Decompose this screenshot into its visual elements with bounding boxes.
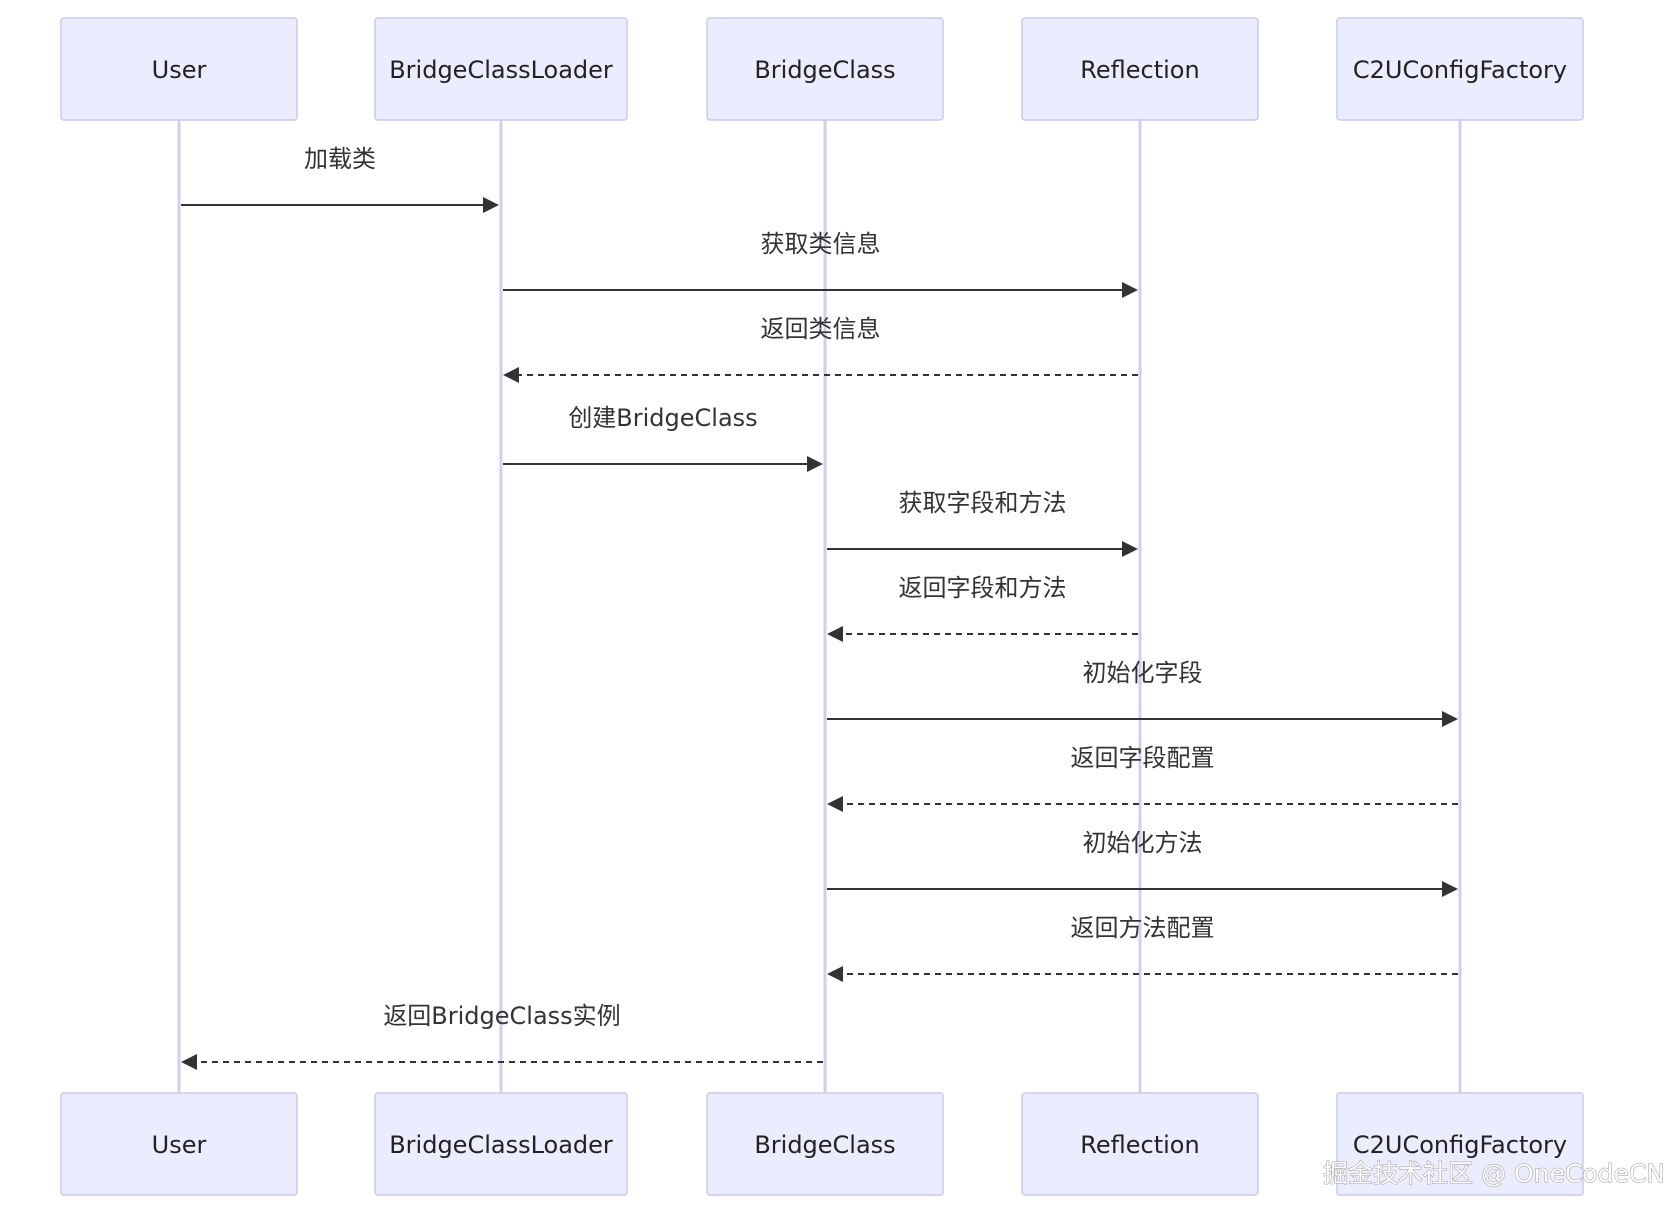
message-8: 返回字段配置 <box>827 744 1458 812</box>
actor-box <box>374 17 628 121</box>
message-10: 返回方法配置 <box>827 914 1458 982</box>
arrowhead <box>483 197 499 213</box>
message-label: 初始化方法 <box>1083 829 1203 857</box>
arrowhead <box>181 1054 197 1070</box>
actor-label: BridgeClass <box>754 1131 895 1159</box>
message-9: 初始化方法 <box>827 829 1458 897</box>
actor-label: User <box>152 56 207 84</box>
watermark: 掘金技术社区 @ OneCodeCN <box>1323 1159 1665 1188</box>
actor-box <box>706 1092 944 1196</box>
message-11: 返回BridgeClass实例 <box>181 1002 823 1070</box>
actor-loader-bottom: BridgeClassLoader <box>374 1092 628 1196</box>
actor-reflection-top: Reflection <box>1021 17 1259 121</box>
arrowhead <box>1122 282 1138 298</box>
actor-label: BridgeClassLoader <box>389 56 613 84</box>
arrowhead <box>1442 711 1458 727</box>
message-3: 返回类信息 <box>503 315 1138 383</box>
actor-label: Reflection <box>1080 56 1199 84</box>
actor-factory-top: C2UConfigFactory <box>1336 17 1584 121</box>
message-4: 创建BridgeClass <box>503 404 823 472</box>
actor-label: BridgeClass <box>754 56 895 84</box>
message-5: 获取字段和方法 <box>827 489 1138 557</box>
actor-bridge-top: BridgeClass <box>706 17 944 121</box>
actor-label: C2UConfigFactory <box>1353 1131 1567 1159</box>
arrowhead <box>827 626 843 642</box>
actors-bottom: User BridgeClassLoader BridgeClass Reflecti… <box>60 1092 1584 1196</box>
actor-factory-bottom: C2UConfigFactory <box>1336 1092 1584 1196</box>
actor-box <box>1336 17 1584 121</box>
actor-box <box>374 1092 628 1196</box>
lifelines <box>177 120 1462 1093</box>
message-label: 加载类 <box>304 145 376 173</box>
actor-box <box>1021 1092 1259 1196</box>
arrowhead <box>827 966 843 982</box>
message-label: 返回字段配置 <box>1071 744 1215 772</box>
actor-bridge-bottom: BridgeClass <box>706 1092 944 1196</box>
actor-box <box>60 1092 298 1196</box>
message-label: 返回BridgeClass实例 <box>383 1002 620 1030</box>
actor-user-top: User <box>60 17 298 121</box>
actor-label: C2UConfigFactory <box>1353 56 1567 84</box>
message-6: 返回字段和方法 <box>827 574 1138 642</box>
message-label: 创建BridgeClass <box>568 404 757 432</box>
actor-box <box>706 17 944 121</box>
message-7: 初始化字段 <box>827 659 1458 727</box>
arrowhead <box>807 456 823 472</box>
message-label: 返回类信息 <box>761 315 881 343</box>
actor-box <box>1021 17 1259 121</box>
message-1: 加载类 <box>181 145 499 213</box>
arrowhead <box>1442 881 1458 897</box>
actor-box <box>1336 1092 1584 1196</box>
message-label: 获取类信息 <box>761 230 881 258</box>
actor-label: Reflection <box>1080 1131 1199 1159</box>
message-label: 初始化字段 <box>1083 659 1203 687</box>
actor-label: User <box>152 1131 207 1159</box>
message-label: 获取字段和方法 <box>899 489 1067 517</box>
actor-user-bottom: User <box>60 1092 298 1196</box>
arrowhead <box>503 367 519 383</box>
actors-top: User BridgeClassLoader BridgeClass Reflecti… <box>60 17 1584 121</box>
message-label: 返回字段和方法 <box>899 574 1067 602</box>
arrowhead <box>1122 541 1138 557</box>
message-2: 获取类信息 <box>503 230 1138 298</box>
message-label: 返回方法配置 <box>1071 914 1215 942</box>
actor-label: BridgeClassLoader <box>389 1131 613 1159</box>
arrowhead <box>827 796 843 812</box>
actor-loader-top: BridgeClassLoader <box>374 17 628 121</box>
actor-box <box>60 17 298 121</box>
actor-reflection-bottom: Reflection <box>1021 1092 1259 1196</box>
